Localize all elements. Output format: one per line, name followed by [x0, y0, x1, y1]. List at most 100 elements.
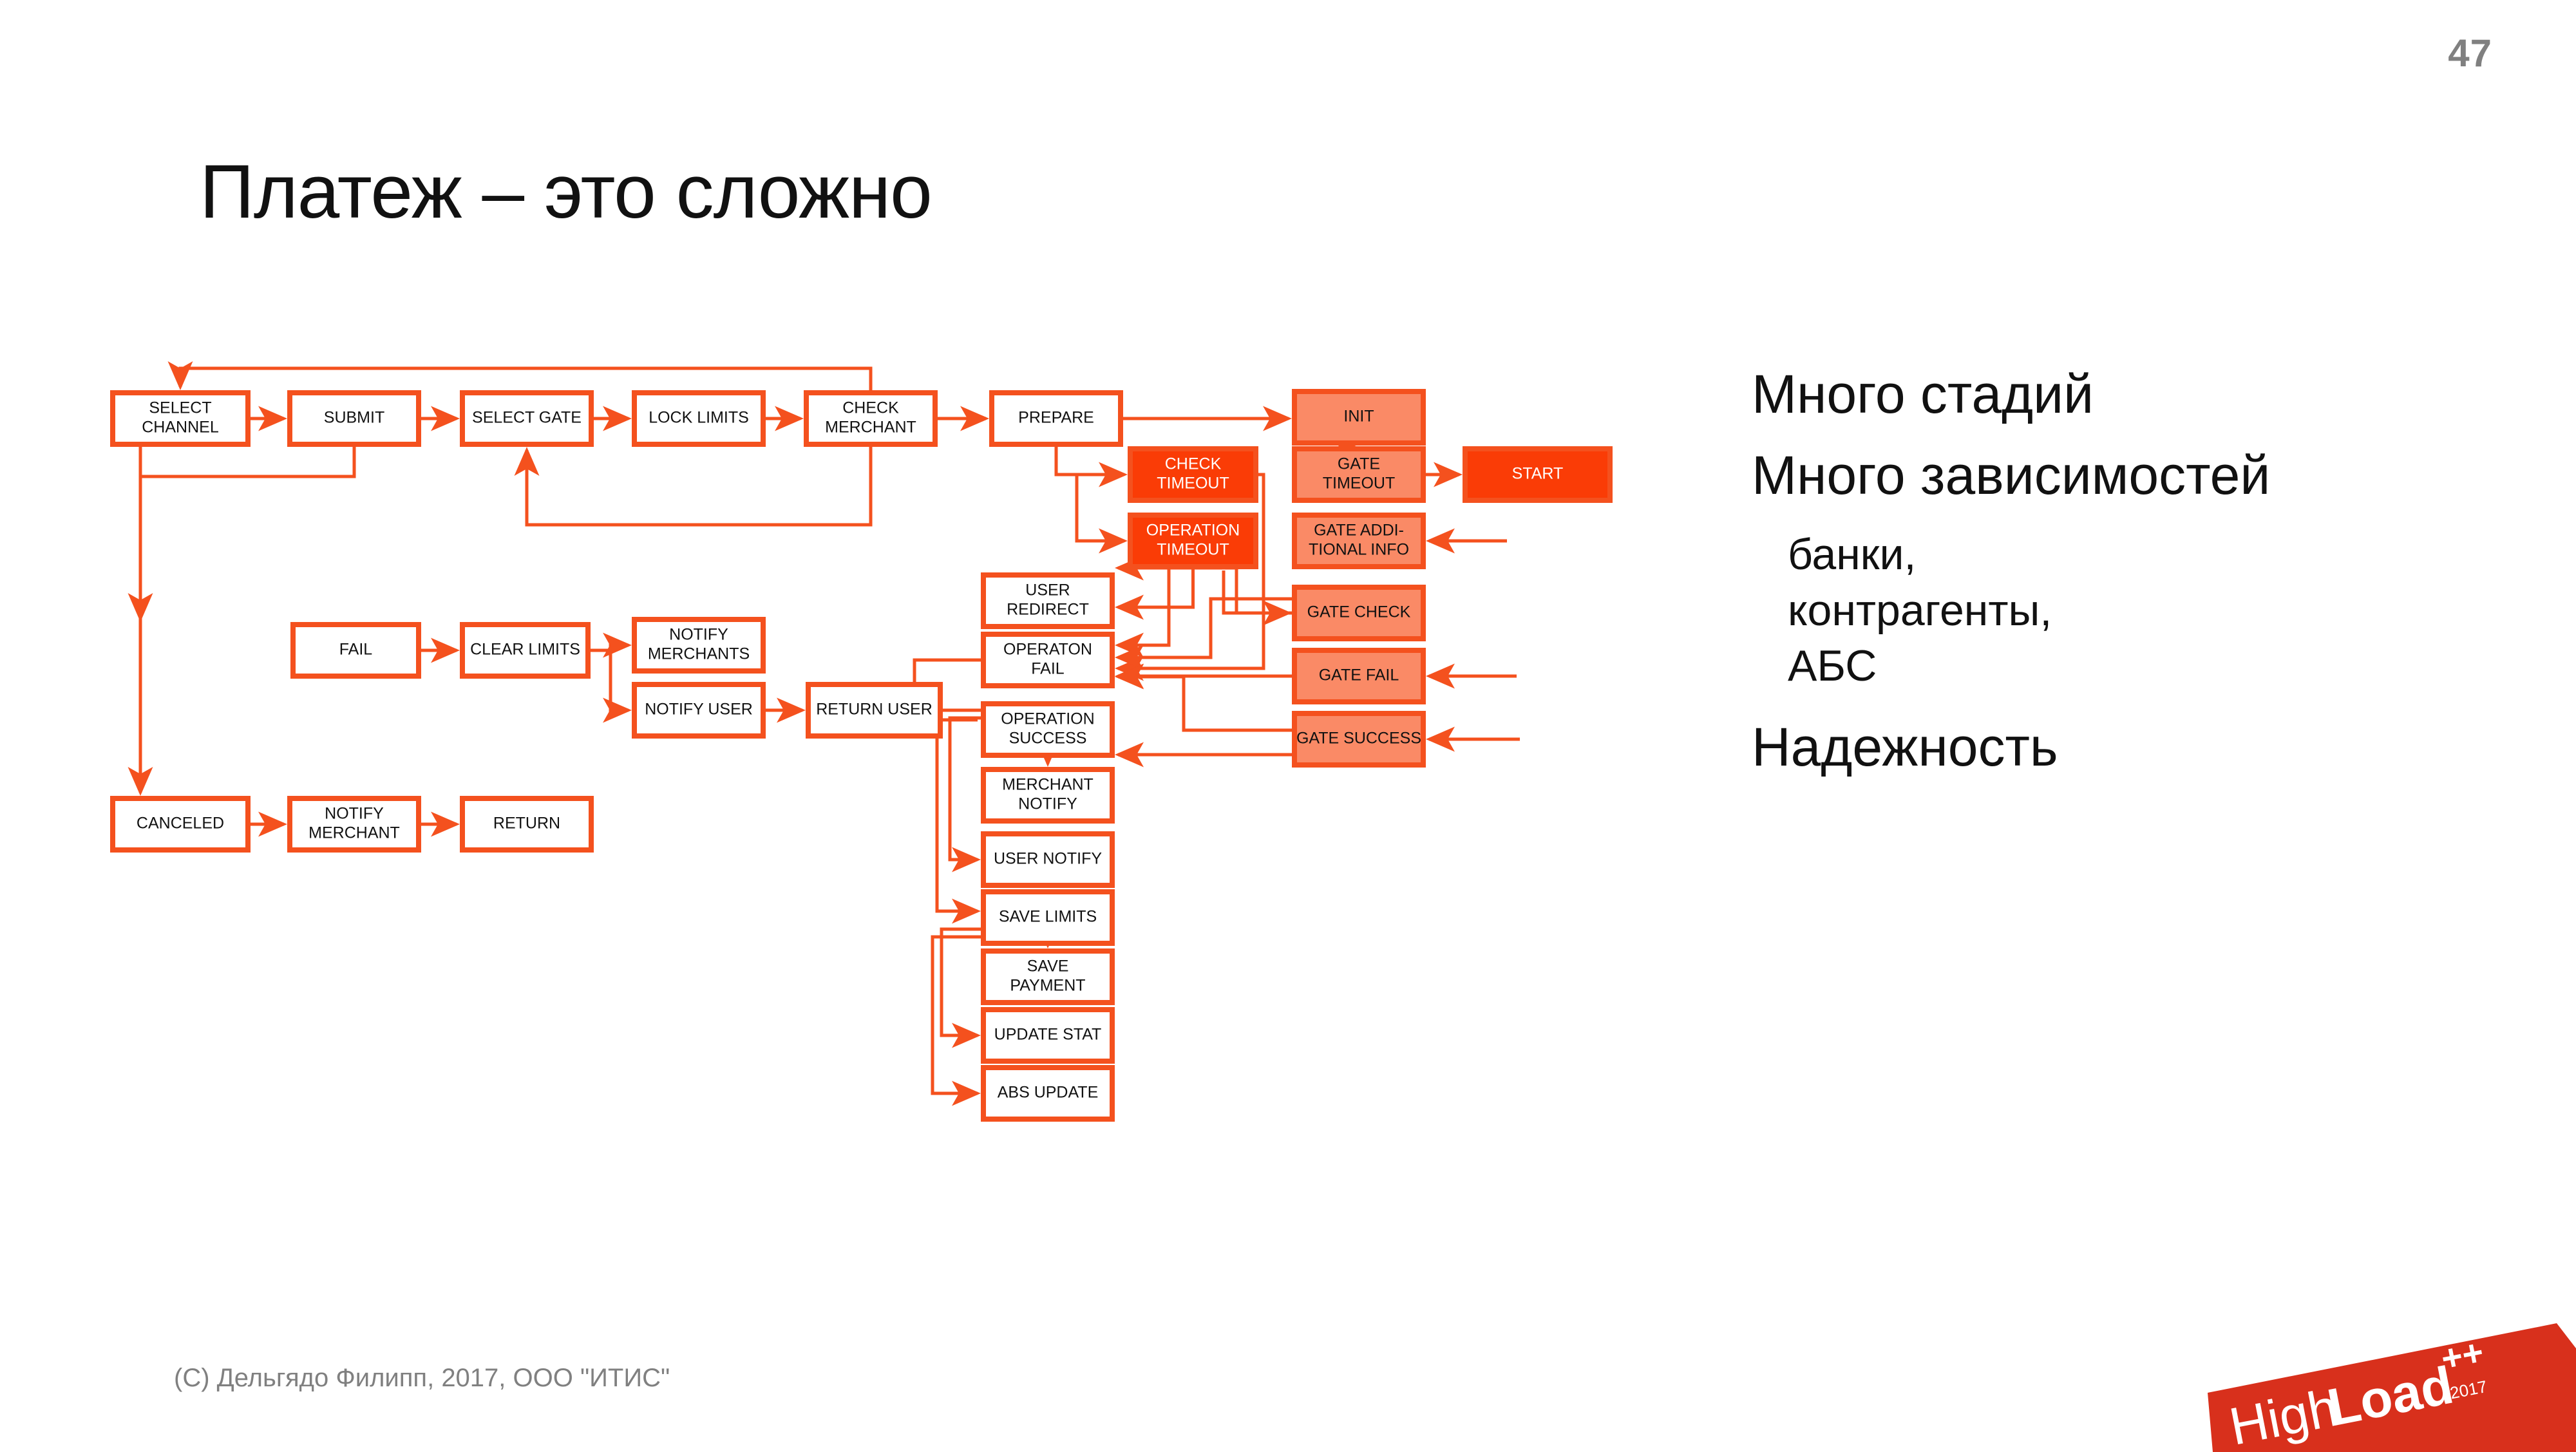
flow-node-label: GATE FAIL	[1319, 666, 1399, 684]
flow-node-box	[632, 617, 766, 674]
flow-node-abs_update: ABS UPDATE	[981, 1065, 1115, 1122]
flow-node-label: UPDATE STAT	[994, 1026, 1102, 1044]
flow-node-prepare: PREPARE	[989, 390, 1123, 447]
flow-node-label: RETURN USER	[816, 701, 933, 719]
flow-node-update_stat: UPDATE STAT	[981, 1007, 1115, 1064]
flow-node-box	[981, 948, 1115, 1005]
flow-node-save_limits: SAVE LIMITS	[981, 889, 1115, 946]
flow-node-label: LOCK LIMITS	[649, 409, 749, 427]
flow-node-label: REDIRECT	[1007, 601, 1089, 619]
flow-node-box	[981, 1065, 1115, 1122]
flow-edge	[1115, 473, 1265, 681]
flow-node-box	[804, 390, 938, 447]
flow-node-box	[981, 889, 1115, 946]
flow-node-gate_additional_info: GATE ADDI-TIONAL INFO	[1292, 513, 1426, 569]
flow-node-label: TIMEOUT	[1157, 541, 1229, 559]
flow-node-label: CHANNEL	[142, 419, 219, 437]
flow-node-return: RETURN	[460, 796, 594, 853]
flow-node-label: GATE SUCCESS	[1296, 730, 1421, 748]
flow-node-label: MERCHANT	[308, 824, 400, 842]
flow-node-box	[287, 390, 421, 447]
flow-node-box	[1292, 711, 1426, 768]
flow-node-label: MERCHANT	[825, 419, 916, 437]
flow-node-label: FAIL	[1031, 660, 1065, 678]
flow-edge	[1222, 570, 1292, 626]
flow-node-user_notify: USER NOTIFY	[981, 831, 1115, 888]
flow-node-box	[1128, 446, 1258, 503]
flow-node-check_merchant: CHECK MERCHANT	[804, 390, 938, 447]
flow-node-label: MERCHANTS	[648, 645, 750, 663]
flow-node-select_gate: SELECT GATE	[460, 390, 594, 447]
flow-node-box	[1292, 513, 1426, 569]
flow-node-label: TIMEOUT	[1323, 475, 1396, 493]
flow-node-box	[110, 390, 251, 447]
flow-node-label: GATE	[1338, 455, 1380, 473]
bullet-list: Много стадий Много зависимостей банки, к…	[1752, 366, 2524, 801]
flow-node-label: CHECK	[842, 399, 899, 417]
flow-node-box	[1128, 513, 1258, 569]
flow-node-label: OPERATION	[1001, 710, 1094, 728]
flow-node-label: MERCHANT	[1002, 776, 1094, 794]
flow-edge	[1115, 597, 1294, 670]
node-layer: SELECT CHANNEL SUBMIT SELECT GATE LOCK LIMIT…	[110, 389, 1613, 1122]
flow-node-label: SAVE LIMITS	[999, 908, 1097, 926]
flow-node-label: TIMEOUT	[1157, 475, 1229, 493]
logo-sup-plusplus: ++	[2438, 1331, 2486, 1379]
page-title: Платеж – это сложно	[200, 149, 933, 234]
highload-logo: High Load ++ 2017	[2208, 1323, 2576, 1452]
flow-edge	[138, 444, 356, 625]
logo-banner-shape	[2208, 1323, 2576, 1452]
bullet-item-1: Много зависимостей	[1752, 444, 2271, 505]
flow-node-submit: SUBMIT	[287, 390, 421, 447]
flow-node-label: CLEAR LIMITS	[470, 641, 580, 659]
flow-node-label: INIT	[1343, 408, 1374, 426]
flow-node-label: TIONAL INFO	[1309, 541, 1409, 559]
flow-edge	[1115, 664, 1294, 732]
flow-node-gate_check: GATE CHECK	[1292, 585, 1426, 641]
flow-node-clear_limits: CLEAR LIMITS	[460, 622, 591, 679]
flow-node-label: OPERATON	[1003, 641, 1092, 659]
flow-edge	[167, 361, 873, 393]
flow-edge	[931, 935, 983, 1106]
flow-node-box	[110, 796, 251, 853]
flow-node-lock_limits: LOCK LIMITS	[632, 390, 766, 447]
flow-node-label: SAVE	[1027, 957, 1069, 976]
flow-node-box	[1463, 446, 1613, 503]
flow-node-label: SELECT	[149, 399, 211, 417]
flow-node-box	[460, 622, 591, 679]
edge-layer	[128, 361, 1520, 1106]
flow-edge	[1054, 444, 1128, 487]
flow-edge	[1115, 567, 1195, 620]
page-number: 47	[2448, 32, 2492, 75]
flow-node-gate_fail: GATE FAIL	[1292, 648, 1426, 704]
flow-node-label: SUBMIT	[324, 409, 384, 427]
flow-node-label: NOTIFY	[1018, 795, 1077, 813]
flow-node-user_redirect: USER REDIRECT	[981, 572, 1115, 629]
flow-node-label: NOTIFY USER	[645, 701, 753, 719]
flow-node-label: CANCELED	[137, 815, 224, 833]
flow-node-box	[290, 622, 421, 679]
flow-node-box	[806, 682, 943, 739]
flow-node-gate_success: GATE SUCCESS	[1292, 711, 1426, 768]
flow-node-gate_timeout: GATE TIMEOUT	[1292, 446, 1426, 503]
flow-node-label: USER	[1025, 581, 1070, 599]
flow-node-return_user: RETURN USER	[806, 682, 943, 739]
flow-node-box	[1292, 389, 1426, 446]
flow-node-notify_user: NOTIFY USER	[632, 682, 766, 739]
flow-edge	[948, 716, 983, 872]
flow-node-canceled: CANCELED	[110, 796, 251, 853]
flow-node-box	[1292, 446, 1426, 503]
flow-node-box	[981, 1007, 1115, 1064]
flow-node-box	[981, 831, 1115, 888]
flow-node-box	[632, 390, 766, 447]
bullet-item-5: Надежность	[1752, 717, 2058, 778]
flow-node-box	[981, 701, 1115, 758]
flow-node-label: PREPARE	[1018, 409, 1094, 427]
flow-node-label: NOTIFY	[669, 626, 728, 644]
flow-node-label: USER NOTIFY	[994, 850, 1102, 868]
